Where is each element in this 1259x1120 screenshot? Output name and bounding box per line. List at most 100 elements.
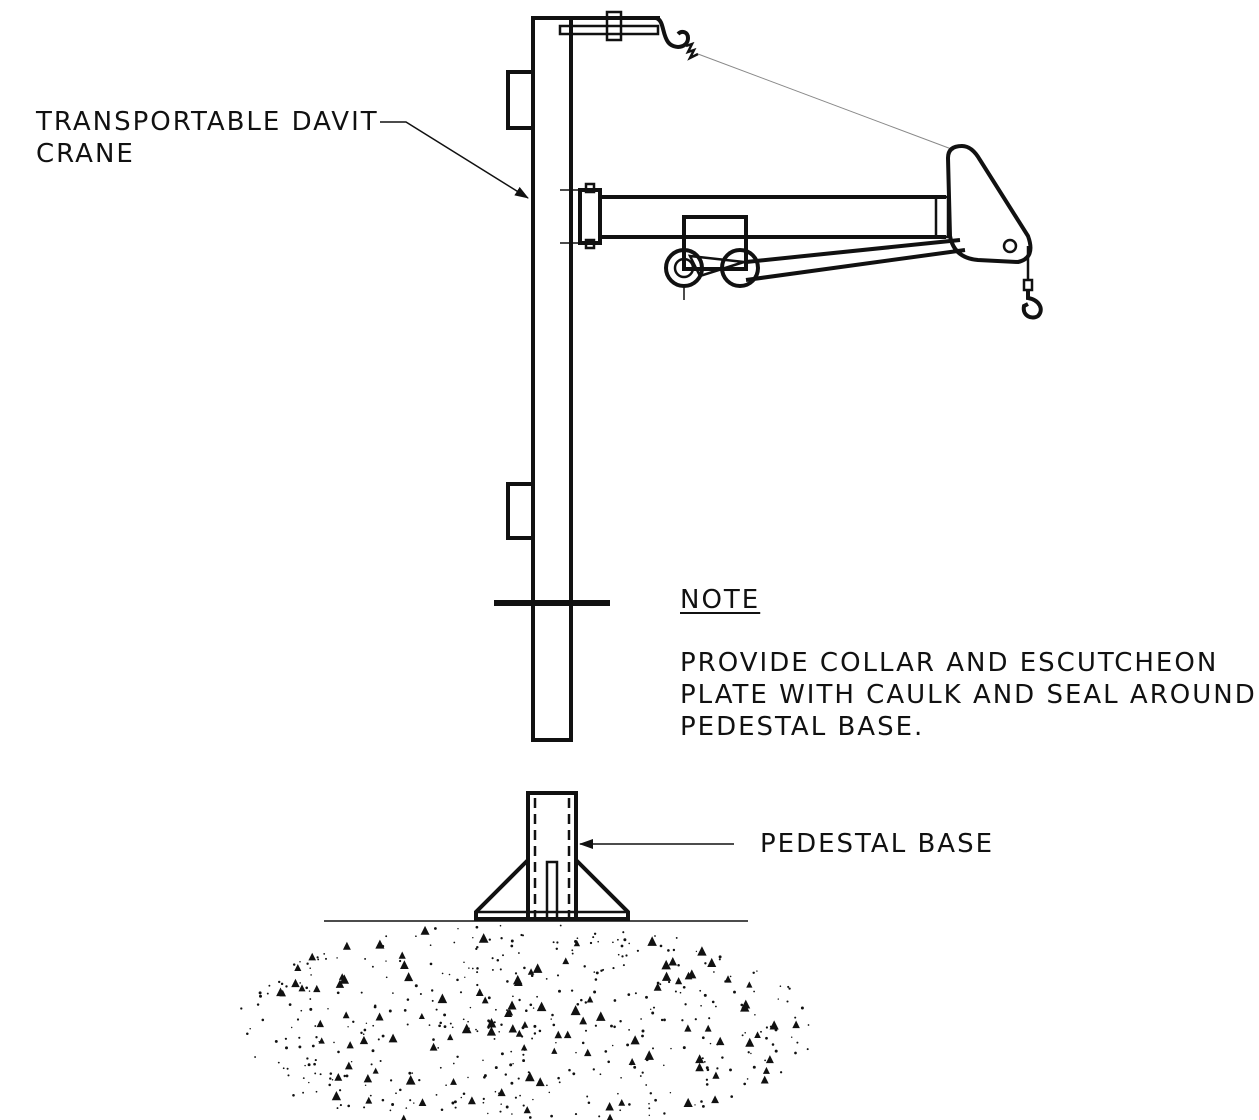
stipple-dot bbox=[700, 1004, 702, 1007]
stipple-dot bbox=[623, 938, 627, 942]
stipple-dot bbox=[302, 1077, 305, 1080]
stipple-dot bbox=[746, 1078, 749, 1080]
aggregate-mark bbox=[683, 1097, 693, 1108]
stipple-dot bbox=[415, 935, 417, 938]
stipple-dot bbox=[256, 1003, 260, 1006]
stipple-dot bbox=[649, 1092, 653, 1095]
stipple-dot bbox=[377, 1038, 380, 1041]
stipple-dot bbox=[499, 968, 502, 971]
aggregate-mark bbox=[294, 963, 302, 972]
stipple-dot bbox=[626, 1043, 630, 1047]
aggregate-mark bbox=[334, 1072, 343, 1081]
stipple-dot bbox=[583, 965, 586, 968]
aggregate-mark bbox=[450, 1077, 457, 1085]
aggregate-mark bbox=[606, 1113, 614, 1120]
stipple-dot bbox=[522, 1053, 525, 1056]
stipple-dot bbox=[786, 1000, 789, 1003]
stipple-dot bbox=[347, 1104, 351, 1108]
stipple-dot bbox=[314, 1072, 317, 1075]
stipple-dot bbox=[328, 1083, 331, 1087]
stipple-dot bbox=[531, 1037, 534, 1040]
stipple-dot bbox=[700, 1100, 703, 1103]
stipple-dot bbox=[364, 957, 367, 960]
stipple-dot bbox=[807, 1024, 810, 1026]
stipple-dot bbox=[428, 1024, 431, 1026]
stipple-dot bbox=[381, 1034, 385, 1038]
aggregate-mark bbox=[584, 1048, 592, 1057]
stipple-dot bbox=[315, 1090, 318, 1093]
stipple-dot bbox=[476, 945, 479, 949]
stipple-dot bbox=[709, 1042, 712, 1045]
stipple-dot bbox=[651, 1011, 655, 1015]
stipple-dot bbox=[529, 1003, 533, 1007]
stipple-dot bbox=[645, 995, 648, 999]
stipple-dot bbox=[619, 1109, 622, 1112]
boom-head bbox=[945, 143, 1033, 280]
aggregate-mark bbox=[318, 1037, 325, 1044]
stipple-dot bbox=[429, 944, 432, 947]
stipple-dot bbox=[494, 1090, 497, 1093]
stipple-dot bbox=[610, 1024, 613, 1028]
stipple-dot bbox=[292, 1094, 295, 1097]
aggregate-mark bbox=[618, 1098, 626, 1106]
stipple-dot bbox=[487, 996, 491, 1000]
stipple-dot bbox=[617, 1092, 619, 1095]
stipple-dot bbox=[500, 937, 503, 940]
stipple-dot bbox=[667, 980, 671, 984]
stipple-dot bbox=[704, 962, 707, 965]
stipple-dot bbox=[287, 1074, 290, 1077]
stipple-dot bbox=[716, 1067, 719, 1070]
stipple-dot bbox=[648, 1102, 650, 1105]
stipple-dot bbox=[285, 1046, 288, 1050]
aggregate-mark bbox=[420, 925, 430, 935]
stipple-dot bbox=[360, 1031, 363, 1035]
aggregate-mark bbox=[707, 957, 717, 967]
stipple-dot bbox=[550, 1018, 552, 1020]
stipple-dot bbox=[558, 1081, 561, 1084]
stipple-dot bbox=[705, 1066, 709, 1070]
stipple-dot bbox=[659, 944, 663, 948]
stipple-dot bbox=[681, 1019, 684, 1022]
stipple-dot bbox=[288, 1003, 292, 1006]
stipple-dot bbox=[419, 992, 422, 996]
stipple-dot bbox=[493, 1021, 496, 1024]
stipple-dot bbox=[597, 940, 599, 943]
stipple-dot bbox=[794, 1016, 797, 1019]
aggregate-mark bbox=[375, 1012, 384, 1021]
stipple-dot bbox=[495, 1008, 497, 1011]
stipple-dot bbox=[309, 967, 311, 969]
stipple-dot bbox=[652, 1006, 656, 1009]
stipple-dot bbox=[598, 1115, 601, 1118]
stipple-dot bbox=[600, 969, 603, 972]
aggregate-mark bbox=[570, 1005, 581, 1016]
stipple-dot bbox=[581, 1041, 585, 1045]
stipple-dot bbox=[672, 948, 676, 952]
aggregate-mark bbox=[404, 972, 414, 982]
stipple-dot bbox=[411, 1072, 414, 1074]
aggregate-mark bbox=[684, 1024, 692, 1032]
stipple-dot bbox=[530, 974, 534, 977]
crane-label-line-1: TRANSPORTABLE DAVIT bbox=[36, 107, 379, 137]
stipple-dot bbox=[306, 962, 309, 965]
stipple-dot bbox=[406, 1023, 409, 1026]
concrete-foundation bbox=[240, 924, 810, 1120]
stipple-dot bbox=[468, 1027, 470, 1030]
note-line-2: PLATE WITH CAULK AND SEAL AROUND bbox=[680, 680, 1257, 710]
stipple-dot bbox=[622, 964, 625, 967]
aggregate-mark bbox=[398, 951, 406, 959]
stipple-dot bbox=[314, 1059, 317, 1062]
stipple-dot bbox=[500, 1023, 503, 1026]
stipple-dot bbox=[570, 989, 574, 992]
stipple-dot bbox=[254, 1056, 257, 1058]
aggregate-mark bbox=[532, 963, 543, 973]
stipple-dot bbox=[318, 1040, 320, 1043]
stipple-dot bbox=[440, 1108, 444, 1112]
stipple-dot bbox=[456, 978, 459, 982]
stipple-dot bbox=[352, 1020, 355, 1023]
stipple-dot bbox=[512, 1062, 514, 1065]
stipple-dot bbox=[574, 1113, 578, 1116]
stipple-dot bbox=[572, 1072, 576, 1076]
stipple-dot bbox=[500, 1103, 502, 1105]
stipple-dot bbox=[453, 1100, 457, 1104]
stipple-dot bbox=[308, 990, 311, 992]
